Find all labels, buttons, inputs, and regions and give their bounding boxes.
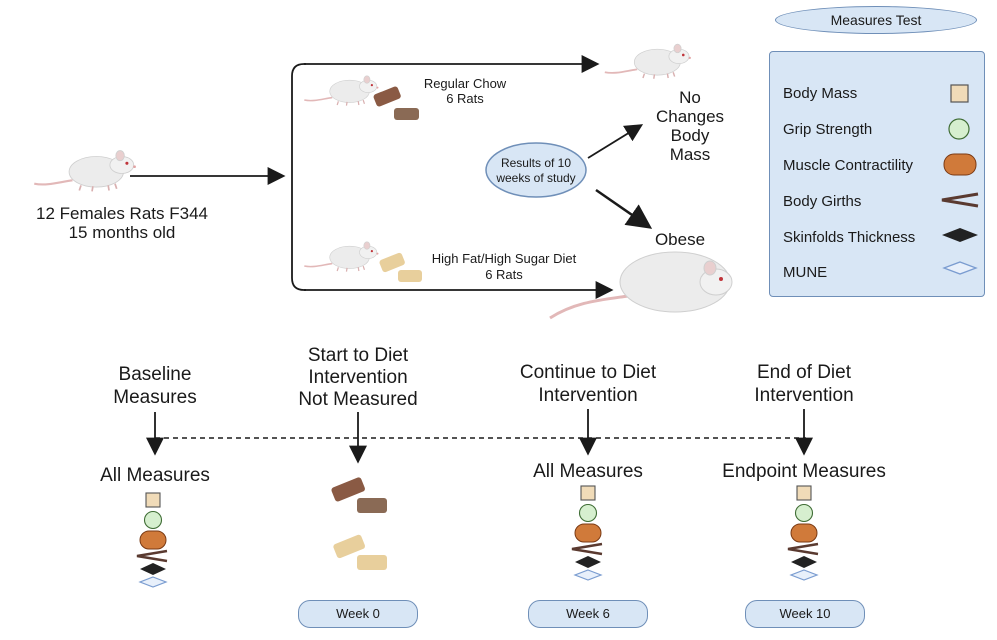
tl3-title-2: Intervention <box>754 385 853 406</box>
diamond-icon <box>791 556 817 568</box>
diamond-icon <box>575 556 601 568</box>
diamond-outline-icon <box>942 261 978 275</box>
diamond-icon <box>140 563 166 575</box>
square-icon <box>145 492 161 508</box>
tl2-label: All Measures <box>533 461 643 482</box>
legend-muscle-contractility: Muscle Contractility <box>783 157 914 174</box>
results-bubble <box>485 142 587 198</box>
week6-pill: Week 6 <box>528 600 648 628</box>
diamond-outline-icon <box>573 569 603 581</box>
week10-pill: Week 10 <box>745 600 865 628</box>
tl0-measure-stack <box>136 492 168 588</box>
square-icon <box>580 485 596 501</box>
tl1-title-2: Intervention <box>308 367 407 388</box>
tl2-measure-stack <box>571 485 603 581</box>
branch-bracket <box>291 63 306 291</box>
week0-pill: Week 0 <box>298 600 418 628</box>
tl0-label: All Measures <box>100 465 210 486</box>
subject-label-2: 15 months old <box>69 223 176 242</box>
subject-rat <box>33 149 137 193</box>
legend-body-girths: Body Girths <box>783 193 862 210</box>
obese-rat <box>549 251 733 320</box>
legend-panel: Body Mass Grip Strength Muscle Contracti… <box>769 51 985 297</box>
legend-mune: MUNE <box>783 264 828 281</box>
tl2-title-2: Intervention <box>538 385 637 406</box>
legend-icons <box>941 84 979 275</box>
tl1-title-3: Not Measured <box>298 389 417 410</box>
chow-pellets-icon <box>373 86 419 120</box>
chow-rat <box>303 75 380 107</box>
oval-icon <box>139 530 167 550</box>
legend-body-mass: Body Mass <box>783 85 858 102</box>
oval-icon <box>790 523 818 543</box>
week0-pellets-icon <box>331 477 387 570</box>
tl3-title-1: End of Diet <box>757 362 852 383</box>
chow-label-2: 6 Rats <box>446 91 484 106</box>
results-label-1: Results of 10 <box>501 156 571 170</box>
square-icon <box>950 84 969 103</box>
tl3-measure-stack <box>787 485 819 581</box>
hfhs-label-2: 6 Rats <box>485 267 523 282</box>
obese-arrow <box>595 188 653 229</box>
diamond-outline-icon <box>138 576 168 588</box>
outcome-no-3: Body <box>671 126 710 145</box>
chevron-icon <box>941 192 979 208</box>
normal-rat <box>603 43 692 80</box>
chow-label-1: Regular Chow <box>424 76 507 91</box>
chevron-icon <box>136 549 168 563</box>
legend-title: Measures Test <box>775 6 977 34</box>
tl1-title-1: Start to Diet <box>308 345 409 366</box>
oval-icon <box>574 523 602 543</box>
tl0-title-2: Measures <box>113 387 196 408</box>
results-label-2: weeks of study <box>495 171 575 185</box>
circle-icon <box>794 503 814 523</box>
subject-label-1: 12 Females Rats F344 <box>36 204 208 223</box>
diamond-outline-icon <box>789 569 819 581</box>
legend-grip-strength: Grip Strength <box>783 121 873 138</box>
outcome-no-2: Changes <box>656 107 724 126</box>
circle-icon <box>143 510 163 530</box>
diamond-icon <box>942 228 978 242</box>
tl2-title-1: Continue to Diet <box>520 362 657 383</box>
outcome-no-1: No <box>679 88 701 107</box>
legend-skinfolds: Skinfolds Thickness <box>783 229 916 246</box>
circle-icon <box>948 118 970 140</box>
hfhs-label-1: High Fat/High Sugar Diet <box>432 251 577 266</box>
oval-icon <box>943 153 977 176</box>
hfhs-rat <box>303 241 380 273</box>
tl0-title-1: Baseline <box>119 364 192 385</box>
chevron-icon <box>787 542 819 556</box>
chevron-icon <box>571 542 603 556</box>
no-change-arrow <box>587 124 644 159</box>
square-icon <box>796 485 812 501</box>
outcome-no-4: Mass <box>670 145 711 164</box>
tl3-label: Endpoint Measures <box>722 461 886 482</box>
outcome-obese: Obese <box>655 230 705 249</box>
hfhs-pellets-icon <box>379 252 422 282</box>
circle-icon <box>578 503 598 523</box>
